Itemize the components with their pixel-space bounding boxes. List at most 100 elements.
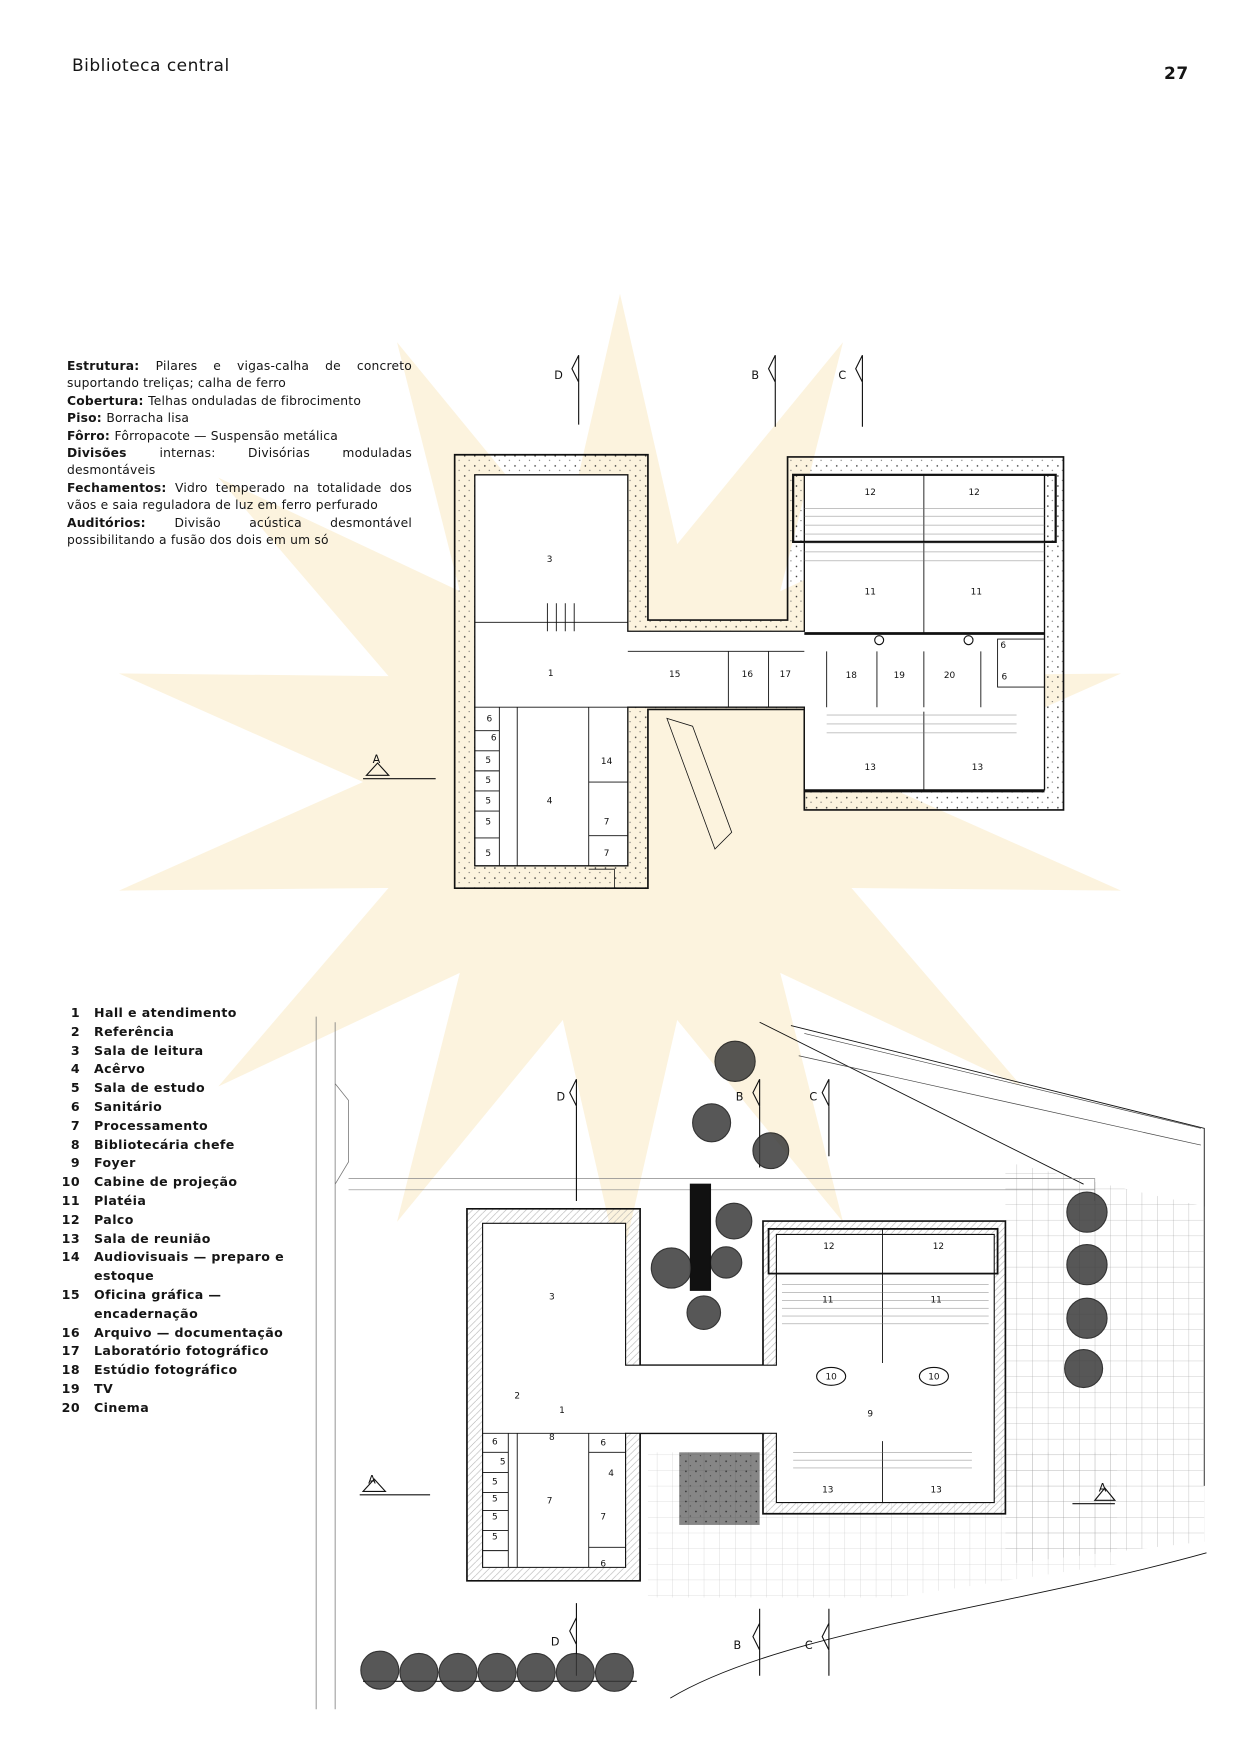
legend-text: Referência (94, 1023, 175, 1039)
spec-item: Fechamentos: Vidro temperado na totalida… (67, 480, 412, 515)
tree-icon (650, 1247, 693, 1289)
legend-number: 10 (61, 1174, 80, 1190)
spec-item: Estrutura: Pilares e vigas-calha de conc… (67, 358, 412, 393)
legend-number: 3 (70, 1042, 80, 1058)
room-label: 12 (933, 1242, 944, 1252)
spec-label: Fôrro: (67, 428, 115, 443)
room-label: 5 (492, 1532, 498, 1542)
tree-icon (1066, 1297, 1108, 1339)
room-label: 10 (825, 1373, 837, 1383)
section-mark: C (805, 1639, 813, 1652)
tree-icon (715, 1202, 753, 1240)
legend-item: 10 Cabine de projeção (60, 1173, 304, 1192)
legend-text: Acêrvo (94, 1061, 146, 1077)
legend-text: Bibliotecária chefe (94, 1136, 235, 1152)
spec-label: Piso: (67, 411, 107, 426)
legend-item: 6 Sanitário (60, 1098, 304, 1117)
tree-icon (714, 1040, 756, 1082)
spec-text: Telhas onduladas de fibrocimento (148, 393, 362, 408)
spec-item: Fôrro: Fôrropacote — Suspensão metálica (67, 428, 412, 445)
legend-number: 16 (61, 1324, 80, 1340)
section-mark: B (733, 1639, 741, 1652)
room-label: 5 (500, 1458, 506, 1468)
section-mark: C (809, 1090, 817, 1103)
legend-number: 2 (70, 1023, 80, 1039)
section-mark: D (554, 369, 563, 382)
legend-number: 19 (61, 1380, 80, 1396)
legend-number: 6 (70, 1098, 80, 1114)
legend-text: Sanitário (94, 1098, 163, 1114)
tree-icon (686, 1295, 722, 1330)
room-label: 18 (846, 671, 858, 681)
section-mark: A (1099, 1481, 1107, 1494)
room-label: 11 (971, 587, 982, 597)
room-label: 12 (823, 1242, 834, 1252)
room-label: 5 (492, 1478, 498, 1488)
room-label: 5 (492, 1512, 498, 1522)
legend-number: 15 (61, 1286, 80, 1302)
legend-number: 18 (61, 1362, 80, 1378)
tree-icon (709, 1246, 743, 1279)
room-label: 6 (491, 734, 497, 744)
room-label: 9 (867, 1410, 873, 1420)
legend-number: 1 (70, 1005, 80, 1020)
room-label: 13 (865, 763, 876, 773)
legend-number: 7 (70, 1117, 80, 1133)
room-label: 4 (547, 796, 553, 806)
spec-label: Auditórios: (67, 515, 175, 530)
legend-item: 17 Laboratório fotográfico (60, 1342, 304, 1361)
legend-text: Sala de reunião (94, 1230, 211, 1246)
legend-text: Cabine de projeção (94, 1174, 238, 1190)
room-label: 1 (548, 669, 554, 679)
room-label: 1 (559, 1406, 565, 1416)
room-label: 5 (485, 776, 491, 786)
tree-icon (438, 1652, 478, 1692)
room-label: 11 (930, 1296, 941, 1306)
room-label: 5 (485, 756, 491, 766)
spec-text: Vidro temperado na totalidade dos vãos e… (67, 480, 412, 513)
spec-label: Cobertura: (67, 393, 149, 408)
room-label: 11 (822, 1296, 833, 1306)
legend-text: Sala de estudo (94, 1080, 205, 1096)
section-mark: A (368, 1474, 376, 1487)
room-label: 20 (944, 671, 956, 681)
spec-text: internas: Divisórias moduladas desmontáv… (67, 446, 412, 478)
spec-item: Cobertura: Telhas onduladas de fibrocime… (67, 393, 412, 410)
legend-number: 12 (61, 1211, 80, 1227)
room-label: 12 (968, 488, 979, 498)
legend-text: Hall e atendimento (94, 1005, 237, 1020)
room-label: 6 (1000, 641, 1006, 651)
room-label: 4 (608, 1469, 614, 1479)
legend-text: Palco (94, 1211, 134, 1227)
tree-icon (1066, 1191, 1108, 1233)
spec-item: Auditórios: Divisão acústica desmontável… (67, 515, 412, 550)
upper-floor-plan (363, 355, 1065, 890)
room-label: 13 (972, 763, 983, 773)
room-label: 10 (928, 1373, 940, 1383)
legend-number: 17 (61, 1343, 80, 1359)
room-label: 3 (547, 555, 553, 565)
legend-number: 11 (61, 1192, 80, 1208)
legend-item: 11 Platéia (60, 1192, 304, 1211)
legend-item: 12 Palco (60, 1211, 304, 1230)
construction-specs: Estrutura: Pilares e vigas-calha de conc… (67, 358, 412, 549)
section-mark: B (736, 1090, 744, 1103)
legend-text: Laboratório fotográfico (94, 1343, 269, 1359)
tree-icon (752, 1132, 790, 1170)
legend-text: Platéia (94, 1192, 147, 1208)
room-label: 7 (547, 1497, 553, 1507)
room-label: 6 (1001, 672, 1007, 682)
section-mark: C (838, 369, 846, 382)
